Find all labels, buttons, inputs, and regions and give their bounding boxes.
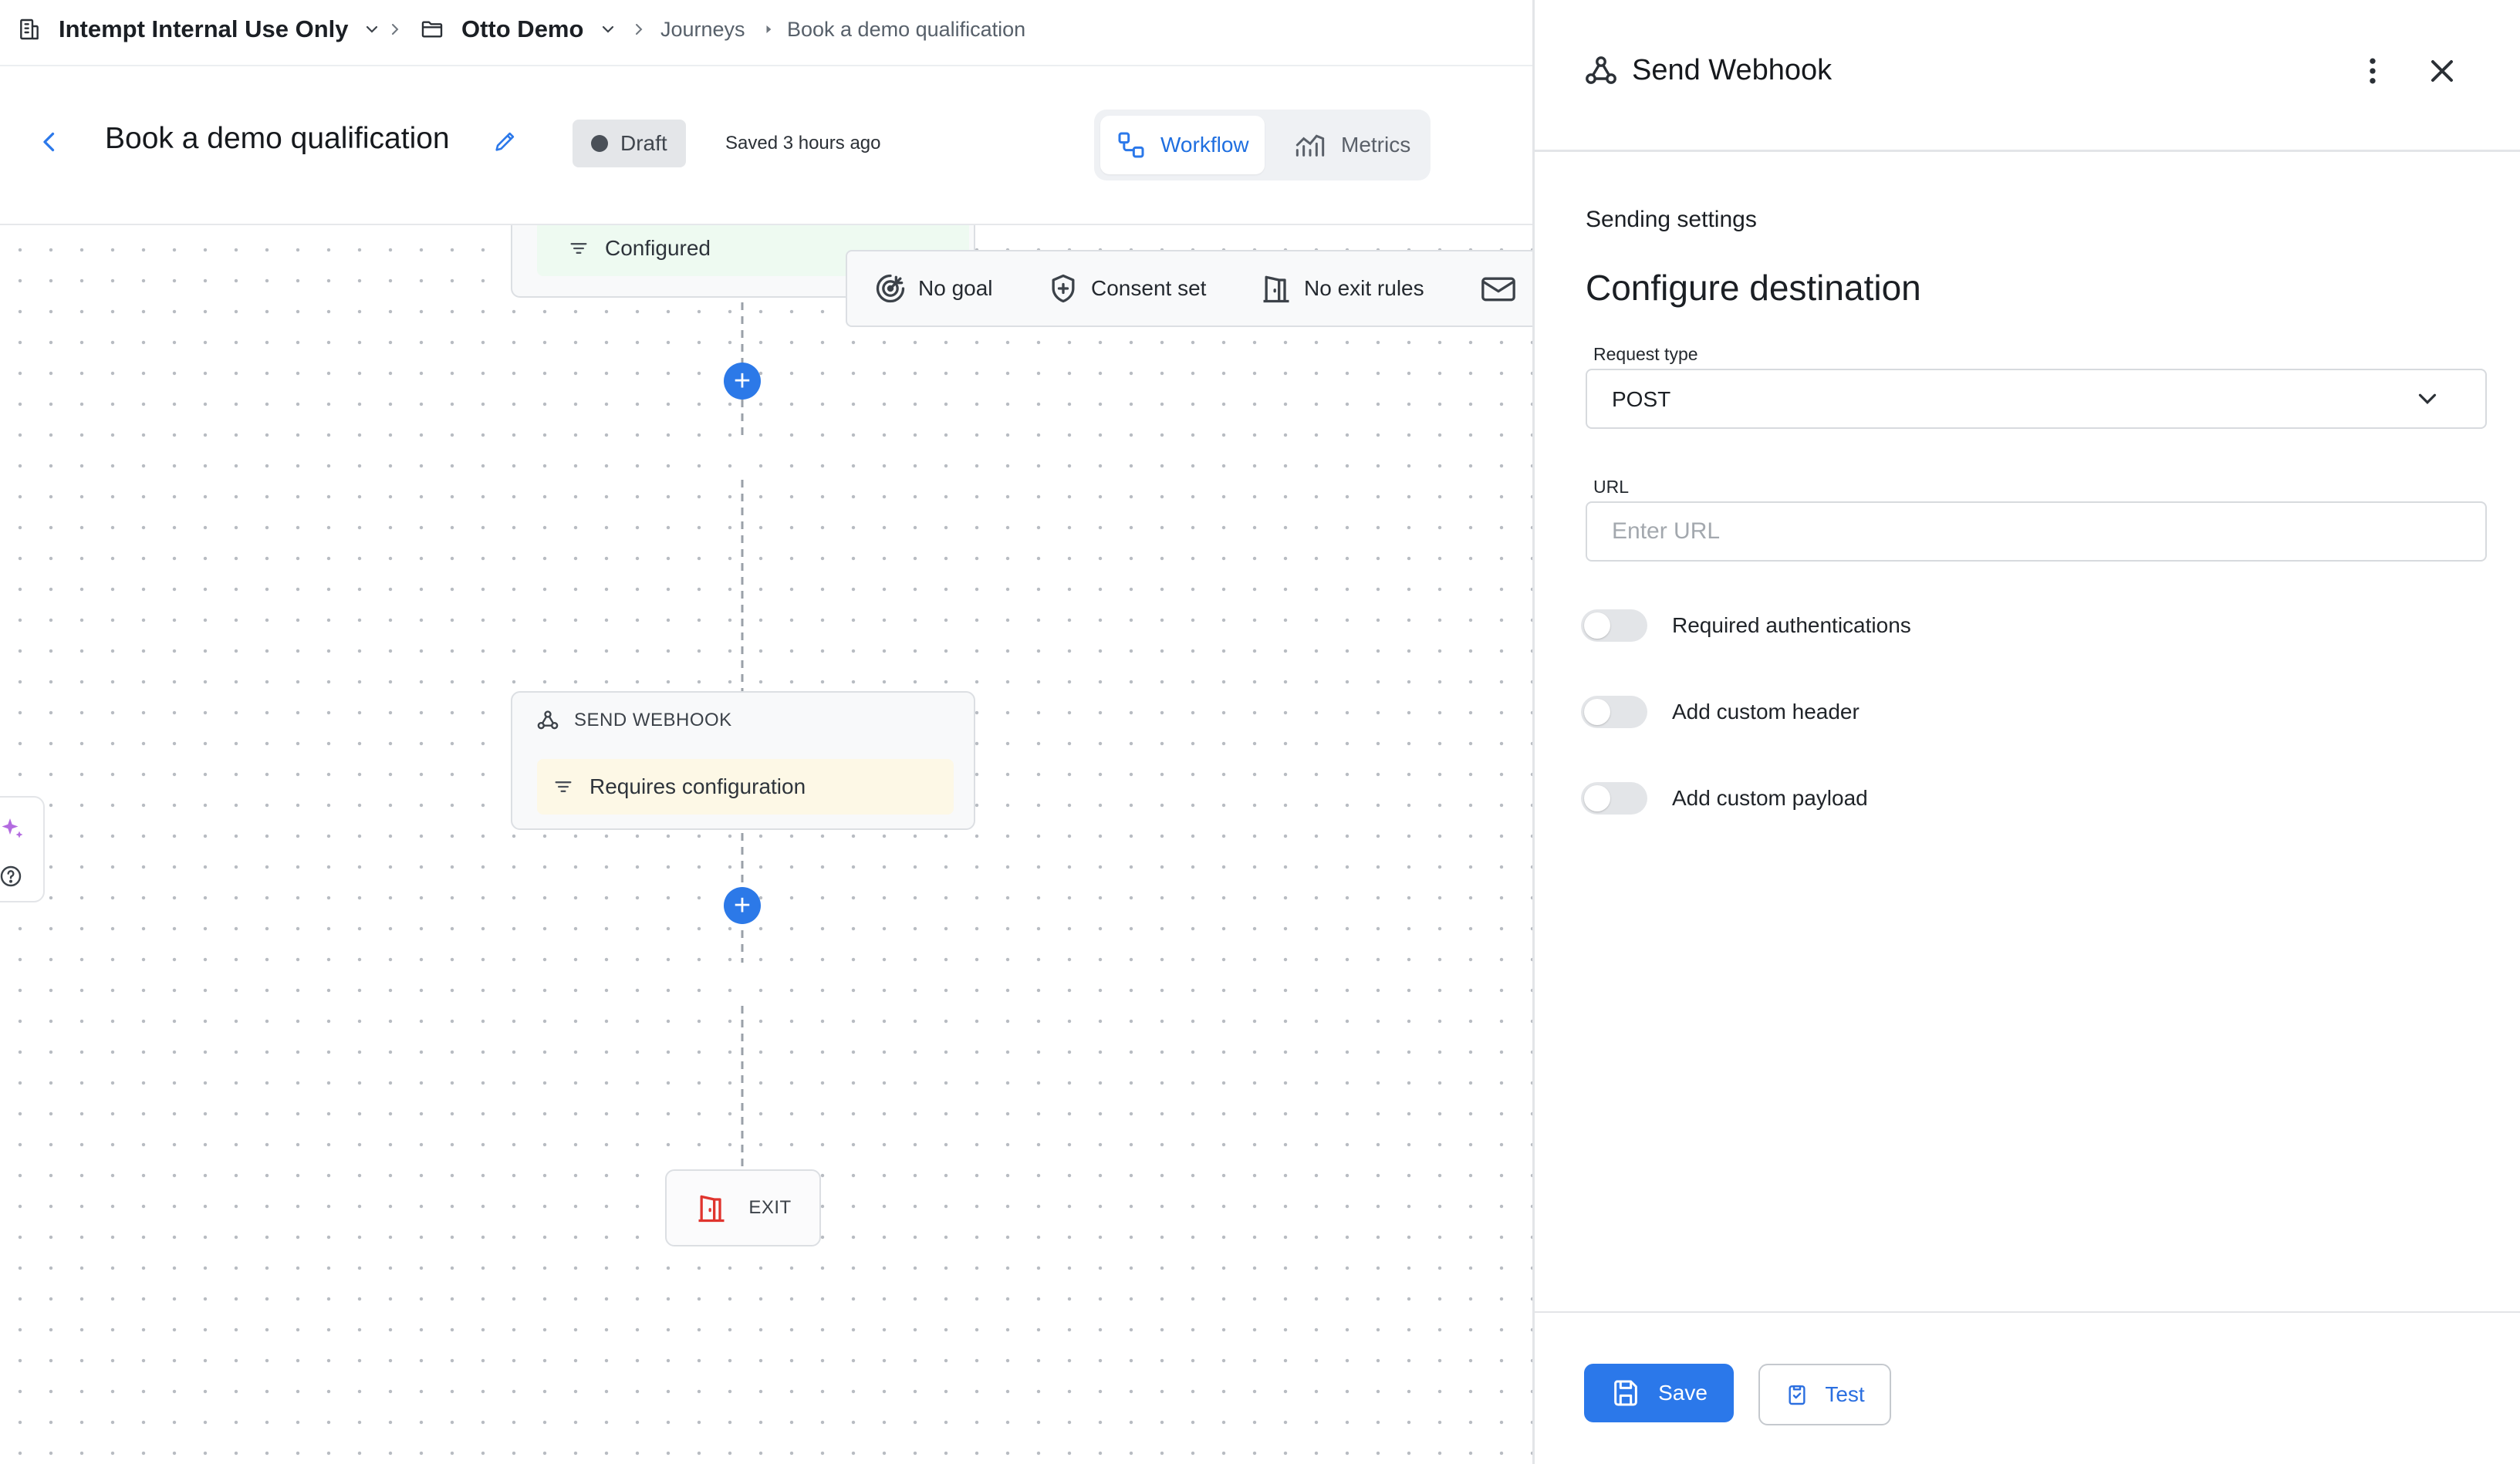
mail-icon [1480,272,1517,305]
pencil-icon[interactable] [492,128,519,154]
chevron-down-icon[interactable] [363,20,381,39]
chevron-left-icon[interactable] [35,128,63,156]
chevron-down-icon [2413,384,2442,413]
exit-label: EXIT [748,1197,792,1218]
request-type-value: POST [1612,387,1671,411]
chevron-down-icon[interactable] [599,20,617,39]
strip-goal-label: No goal [918,276,993,300]
chevron-right-icon [630,20,648,39]
breadcrumb-org[interactable]: Intempt Internal Use Only [17,0,381,59]
view-switcher: Workflow Metrics [1094,110,1431,180]
filter-icon [552,776,574,798]
custom-payload-label: Add custom payload [1672,786,1868,810]
strip-exit-rules[interactable]: No exit rules [1259,251,1424,326]
status-label: Draft [620,131,667,155]
side-tools [0,796,45,902]
filter-icon [568,238,589,259]
panel-header: Send Webhook [1535,0,2520,152]
saved-timestamp: Saved 3 hours ago [725,133,881,153]
building-icon [17,17,42,42]
send-webhook-node[interactable]: SEND WEBHOOK Requires configuration [511,691,975,830]
node-status-label: Requires configuration [589,774,806,798]
test-button[interactable]: Test [1758,1364,1891,1425]
status-badge: Draft [573,120,686,167]
toggle-row-header: Add custom header [1581,696,1860,728]
add-step-button[interactable]: + [724,363,761,400]
strip-exit-rules-label: No exit rules [1304,276,1424,300]
node-header: SEND WEBHOOK [535,708,732,733]
send-webhook-panel: Send Webhook Sending settings Configure … [1532,0,2520,1464]
more-vertical-icon[interactable] [2356,52,2390,89]
clipboard-check-icon [1785,1382,1809,1407]
tab-metrics-label: Metrics [1341,133,1411,157]
section-label: Sending settings [1586,207,1757,232]
toggle-row-payload: Add custom payload [1581,782,1868,815]
caret-right-icon [761,22,776,37]
panel-title: Send Webhook [1632,54,1833,86]
add-step-button[interactable]: + [724,887,761,924]
breadcrumb-project-label: Otto Demo [461,15,584,42]
exit-node[interactable]: EXIT [665,1169,821,1246]
workflow-icon [1116,130,1147,160]
top-bar: Intempt Internal Use Only Otto Demo Jour… [0,0,1532,66]
save-icon [1610,1378,1641,1408]
breadcrumb-org-label: Intempt Internal Use Only [59,15,349,42]
page-title: Book a demo qualification [105,122,450,155]
save-button-label: Save [1658,1381,1708,1405]
strip-messaging[interactable] [1480,251,1528,326]
request-type-select[interactable]: POST [1586,369,2487,429]
breadcrumb-section[interactable]: Journeys [660,0,745,59]
tab-workflow[interactable]: Workflow [1100,116,1265,174]
door-icon [1259,272,1293,305]
strip-consent[interactable]: Consent set [1046,251,1206,326]
node-type-label: SEND WEBHOOK [574,710,732,730]
section-title: Configure destination [1586,268,1921,308]
custom-header-label: Add custom header [1672,700,1860,724]
url-field[interactable] [1586,501,2487,562]
webhook-icon [535,708,560,733]
tab-workflow-label: Workflow [1160,133,1249,157]
help-icon[interactable] [0,864,23,889]
url-label: URL [1593,477,1630,497]
folder-icon [420,17,444,42]
shield-plus-icon [1046,272,1080,305]
breadcrumb-project[interactable]: Otto Demo [420,0,617,59]
toggle-row-auth: Required authentications [1581,609,1911,642]
metrics-icon [1293,130,1327,160]
status-dot [591,135,608,152]
breadcrumb-page: Book a demo qualification [787,0,1025,59]
strip-goal[interactable]: No goal [873,251,993,326]
tab-metrics[interactable]: Metrics [1278,116,1426,174]
chevron-right-icon [386,20,404,39]
breadcrumb-page-label: Book a demo qualification [787,17,1026,41]
test-button-label: Test [1825,1382,1865,1406]
strip-consent-label: Consent set [1091,276,1207,300]
required-auth-label: Required authentications [1672,613,1911,637]
node-status-row: Requires configuration [537,759,954,815]
save-button[interactable]: Save [1584,1364,1734,1422]
node-status-label: Configured [605,236,711,260]
exit-door-icon [694,1191,728,1225]
webhook-icon [1583,52,1620,89]
custom-payload-toggle[interactable] [1581,782,1647,815]
footer-divider [1535,1311,2520,1313]
breadcrumb-section-label: Journeys [660,17,745,41]
sparkle-icon[interactable] [0,816,26,844]
goal-icon [873,272,907,305]
custom-header-toggle[interactable] [1581,696,1647,728]
url-input[interactable] [1587,503,2485,560]
workflow-canvas[interactable]: Configured No goal Consent set No exit r… [0,225,1532,1464]
required-auth-toggle[interactable] [1581,609,1647,642]
close-icon[interactable] [2424,52,2461,89]
journey-status-strip: No goal Consent set No exit rules [846,250,1532,327]
journey-header: Book a demo qualification Draft Saved 3 … [0,66,1532,225]
request-type-label: Request type [1593,344,1698,364]
